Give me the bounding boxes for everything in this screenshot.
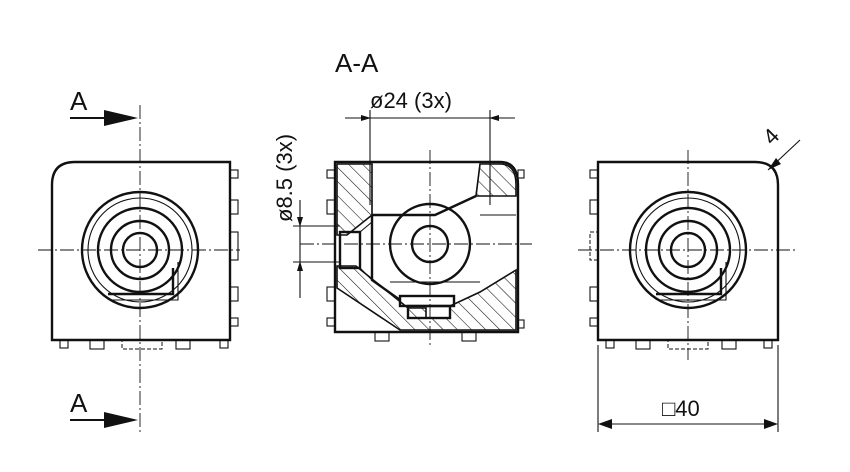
section-body: [333, 160, 520, 334]
dim-hole-small: ø8.5 (3x): [272, 134, 297, 222]
right-view-body: [596, 160, 780, 342]
right-view: □40 4: [578, 123, 801, 432]
cut-mark-bottom: A: [70, 388, 88, 418]
left-view-bottom-tabs: [59, 339, 229, 350]
section-view: A-A: [272, 48, 532, 345]
right-view-side-tabs: [589, 169, 599, 327]
section-hatch-bottom: [336, 265, 517, 331]
section-label: A-A: [335, 48, 379, 78]
left-view-body: [50, 160, 232, 342]
left-view-side-tabs: [229, 169, 239, 327]
section-hatch-top-left: [336, 163, 373, 236]
dim-radius: 4: [758, 123, 784, 149]
dim-hole-large: ø24 (3x): [370, 88, 452, 113]
section-hatch-top-right: [475, 163, 517, 197]
cut-arrow-bottom: [104, 412, 138, 428]
cut-arrow-top: [104, 110, 138, 126]
dim-size: □40: [662, 396, 700, 421]
left-view: A A: [38, 86, 240, 432]
section-counterbore: [338, 230, 362, 270]
cut-mark-top: A: [70, 86, 88, 116]
right-view-bottom-tabs: [605, 339, 773, 350]
